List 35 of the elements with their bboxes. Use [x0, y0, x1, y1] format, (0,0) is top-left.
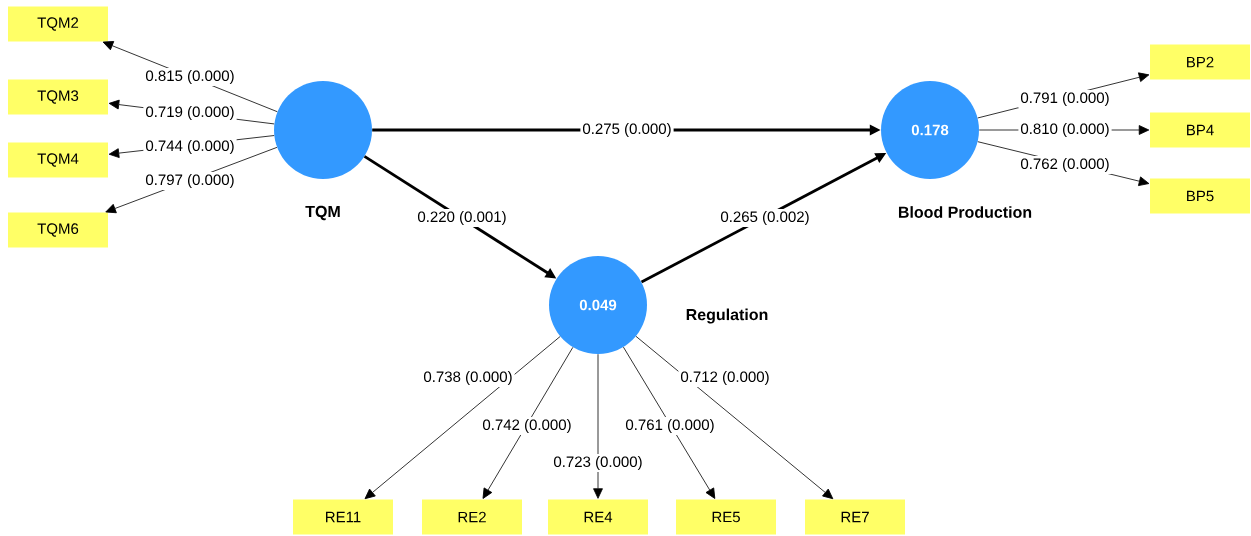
- indicator-box: BP4: [1150, 112, 1250, 148]
- arrow: [482, 346, 574, 499]
- indicator-box: BP5: [1150, 178, 1250, 214]
- construct-label: Regulation: [686, 308, 768, 324]
- indicator-box: BP2: [1150, 44, 1250, 80]
- arrow: [593, 353, 603, 499]
- indicator-box: TQM3: [8, 79, 108, 115]
- indicator-box: RE11: [293, 499, 393, 535]
- indicator-box: RE4: [548, 499, 648, 535]
- edge-label: 0.220 (0.001): [415, 209, 509, 227]
- edge-label: 0.815 (0.000): [143, 68, 237, 86]
- indicator-box: TQM4: [8, 142, 108, 178]
- arrow: [364, 336, 561, 500]
- edge-label: 0.723 (0.000): [551, 454, 645, 472]
- edge-label: 0.810 (0.000): [1018, 121, 1112, 139]
- edge-label: 0.275 (0.000): [580, 121, 674, 139]
- edge-label: 0.265 (0.002): [718, 209, 812, 227]
- arrow: [623, 346, 716, 499]
- indicator-box: TQM2: [8, 6, 108, 42]
- edge-label: 0.791 (0.000): [1018, 90, 1112, 108]
- construct-label: Blood Production: [898, 206, 1032, 218]
- edge-label: 0.797 (0.000): [143, 172, 237, 190]
- edge-label: 0.719 (0.000): [143, 104, 237, 122]
- indicator-box: RE7: [805, 499, 905, 535]
- edge-label: 0.762 (0.000): [1018, 156, 1112, 174]
- indicator-box: TQM6: [8, 212, 108, 248]
- indicator-box: RE5: [676, 499, 776, 535]
- construct-label: TQM: [305, 205, 340, 221]
- edge-label: 0.761 (0.000): [623, 417, 717, 435]
- edge-label: 0.712 (0.000): [678, 369, 772, 387]
- edge-label: 0.742 (0.000): [480, 417, 574, 435]
- edge-label: 0.744 (0.000): [143, 138, 237, 156]
- indicator-box: RE2: [422, 499, 522, 535]
- arrow: [635, 335, 834, 500]
- edge-label: 0.738 (0.000): [421, 369, 515, 387]
